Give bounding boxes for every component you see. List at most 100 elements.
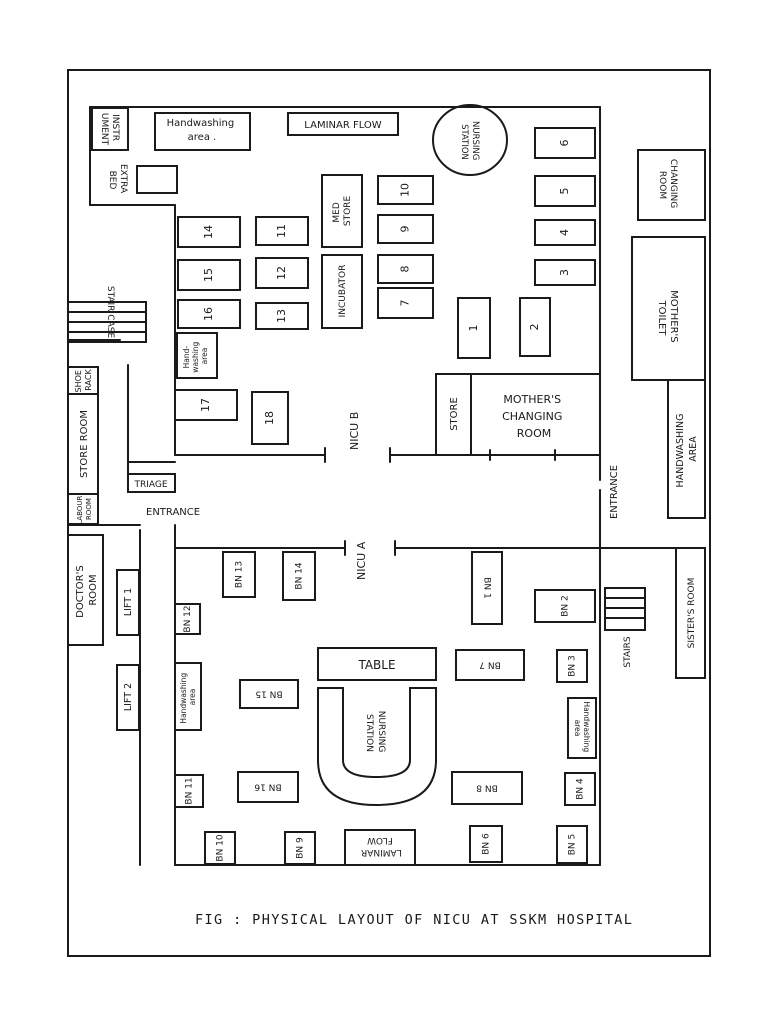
hand-washing-left-label-2: washing (191, 341, 200, 372)
handwashing-a-right (567, 697, 597, 759)
nicu-a-bed-label-4: BN 4 (576, 778, 586, 800)
nursing-station-a-label-2: STATION (364, 714, 374, 752)
extra-bed-label-1: EXTRA (118, 164, 128, 194)
nicu-a-bed-7 (455, 649, 525, 681)
nicu-a-bed-8 (451, 771, 523, 805)
nicu-a-beds: BN 1BN 2BN 3BN 4BN 5BN 6BN 7BN 8BN 9BN 1… (174, 551, 596, 865)
nursing-station-top-label-1: NURSING (470, 121, 480, 160)
svg-text:DOCTOR'S ROOM: DOCTOR'S ROOM (75, 562, 99, 618)
lift-2 (116, 664, 140, 731)
nicu-b-bed-10 (377, 175, 434, 205)
doctors-room-label-1: DOCTOR'S (75, 565, 86, 618)
nicu-b-bed-label-4: 4 (558, 229, 571, 236)
instrument-label-2: UMENT (99, 113, 109, 146)
nicu-a-bed-10 (204, 831, 236, 865)
nicu-b-bed-9 (377, 214, 434, 244)
nicu-b-label: NICU B (348, 412, 361, 450)
changing-room-label-1: CHANGING (668, 159, 678, 208)
svg-text:HANDWASHING AREA: HANDWASHING AREA (675, 411, 699, 488)
nicu-b-bed-15 (177, 259, 241, 291)
lift-2-label: LIFT 2 (123, 683, 134, 711)
incubator-label: INCUBATOR (338, 265, 348, 318)
labour-room-label-2: ROOM (85, 498, 93, 520)
nicu-b-bed-2 (519, 297, 551, 357)
stairs-right (604, 587, 646, 631)
nicu-b-bed-8 (377, 254, 434, 284)
med-store-label-1: MED (332, 202, 342, 222)
sisters-room-label: SISTER'S ROOM (687, 578, 697, 649)
mothers-changing-room (470, 373, 601, 456)
nicu-b-bed-16 (177, 299, 241, 329)
nicu-a-bed-label-14: BN 14 (295, 562, 305, 589)
nicu-b-bed-7 (377, 287, 434, 319)
nicu-a-bed-label-16: BN 16 (254, 782, 281, 792)
incubator (321, 254, 363, 329)
extra-bed-label-2: BED (107, 171, 117, 190)
handwashing-top (154, 112, 251, 151)
nursing-station-a (317, 687, 437, 807)
svg-text:MOTHER'S TOILET: MOTHER'S TOILET (656, 290, 679, 346)
nicu-a-bed-11 (174, 774, 204, 808)
nursing-station-a-label-1: NURSING (376, 711, 386, 753)
laminar-flow-bottom (344, 829, 416, 866)
med-store-label-2: STORE (343, 196, 353, 227)
svg-text:SHOE RACK: SHOE RACK (74, 368, 93, 393)
svg-text:LAMINAR FLOW: LAMINAR FLOW (358, 835, 402, 857)
entrance-left-label: ENTRANCE (146, 507, 200, 518)
nicu-a-bed-label-13: BN 13 (235, 561, 245, 588)
shoe-rack-label-1: SHOE (74, 370, 83, 392)
nicu-b-bed-label-5: 5 (558, 188, 571, 195)
svg-text:MOTHER'S CHANGING: MOTHER'S CHANGING ROOM (502, 393, 566, 440)
nicu-a-bed-label-11: BN 11 (185, 777, 195, 804)
nicu-b-bed-label-14: 14 (202, 225, 215, 239)
handwashing-a-left-label-1: Handwashing (179, 673, 188, 724)
nicu-b-bed-3 (534, 259, 596, 286)
handwashing-top-label-1: Handwashing (167, 118, 235, 129)
nicu-a-bed-label-2: BN 2 (561, 595, 571, 617)
sisters-room (675, 547, 706, 679)
nursing-station-top (432, 104, 508, 176)
laminar-flow-top-label: LAMINAR FLOW (304, 120, 382, 131)
svg-text:Handwashing area .: Handwashing area . (167, 118, 238, 143)
svg-text:LABOUR ROOM: LABOUR ROOM (76, 493, 93, 524)
changing-room (637, 149, 706, 221)
nicu-a-bed-12 (174, 603, 201, 635)
svg-text:INSTR UMENT: INSTR UMENT (99, 113, 120, 146)
nicu-b-bed-label-15: 15 (202, 268, 215, 282)
nicu-b-bed-label-1: 1 (467, 325, 480, 332)
mothers-toilet-label-1: MOTHER'S (668, 290, 679, 343)
store-room-label: STORE ROOM (79, 410, 90, 478)
nicu-b-bed-label-16: 16 (202, 307, 215, 321)
shoe-rack-label-2: RACK (84, 369, 93, 391)
triage-box (127, 473, 176, 493)
nicu-b-bed-18 (251, 391, 289, 445)
lift-1-label: LIFT 1 (123, 588, 134, 616)
handwashing-top-label-2: area . (188, 132, 217, 143)
nicu-b-bed-6 (534, 127, 596, 159)
mothers-changing-label-1: MOTHER'S (503, 393, 561, 406)
nicu-b-bed-label-11: 11 (275, 224, 288, 238)
table-label: TABLE (357, 658, 395, 672)
nicu-b-bed-label-7: 7 (399, 300, 412, 307)
triage-label: TRIAGE (133, 480, 167, 490)
mothers-toilet-label-2: TOILET (656, 300, 667, 337)
hand-washing-left-label-1: Hand- (182, 346, 191, 369)
nicu-a-bed-5 (556, 825, 588, 864)
nicu-a-bed-label-8: BN 8 (476, 783, 498, 793)
svg-text:NURSING STATION: NURSING STATION (364, 711, 386, 756)
svg-text:MED STORE: MED STORE (332, 196, 353, 227)
hand-washing-left (176, 332, 218, 379)
room-labels: INSTR UMENT Handwashing area . LAMINAR F… (74, 113, 699, 857)
nicu-a-bed-15 (239, 679, 299, 709)
labour-room (67, 493, 99, 525)
nicu-b-bed-14 (177, 216, 241, 248)
svg-text:NURSING STATION: NURSING STATION (459, 121, 480, 163)
med-store (321, 174, 363, 248)
nicu-b-bed-17 (174, 389, 238, 421)
nicu-a-bed-label-9: BN 9 (296, 837, 306, 859)
nicu-a-bed-label-1: BN 1 (482, 577, 492, 599)
svg-text:Handwashing area: Handwashing area (179, 670, 197, 723)
svg-text:EXTRA BED: EXTRA BED (107, 164, 128, 196)
handwashing-right (667, 379, 706, 519)
